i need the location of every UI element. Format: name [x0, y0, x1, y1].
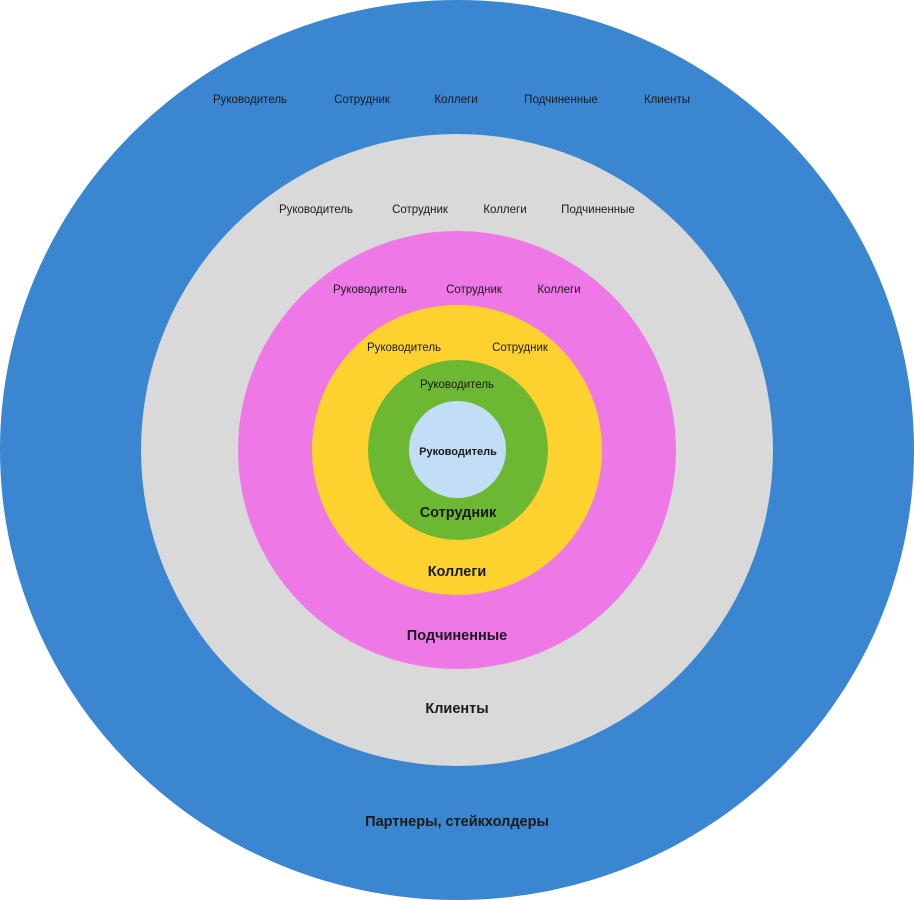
ring-colleagues-item-employee: Сотрудник	[492, 342, 548, 354]
ring-subordinates-title: Подчиненные	[406, 628, 508, 644]
ring-subordinates-item-employee: Сотрудник	[446, 284, 502, 296]
ring-clients-item-manager: Руководитель	[278, 204, 354, 216]
ring-subordinates-item-colleagues: Коллеги	[537, 284, 581, 296]
ring-partners-item-employee: Сотрудник	[334, 94, 390, 106]
ring-colleagues-item-manager: Руководитель	[366, 342, 442, 354]
ring-manager-core	[409, 401, 506, 498]
ring-employee-title: Сотрудник	[419, 505, 497, 521]
ring-manager-title: Руководитель	[419, 446, 497, 458]
ring-subordinates-item-manager: Руководитель	[332, 284, 408, 296]
ring-partners-item-subordinates: Подчиненные	[524, 94, 598, 106]
ring-partners-title: Партнеры, стейкхолдеры	[365, 814, 549, 830]
ring-clients-item-employee: Сотрудник	[392, 204, 448, 216]
ring-colleagues-title: Коллеги	[427, 564, 487, 580]
ring-clients-item-subordinates: Подчиненные	[561, 204, 635, 216]
ring-partners-item-clients: Клиенты	[643, 94, 691, 106]
ring-partners-item-colleagues: Коллеги	[434, 94, 478, 106]
ring-partners-item-manager: Руководитель	[212, 94, 288, 106]
ring-employee-item-manager: Руководитель	[419, 379, 495, 391]
ring-clients-item-colleagues: Коллеги	[483, 204, 527, 216]
ring-clients-title: Клиенты	[425, 701, 489, 717]
